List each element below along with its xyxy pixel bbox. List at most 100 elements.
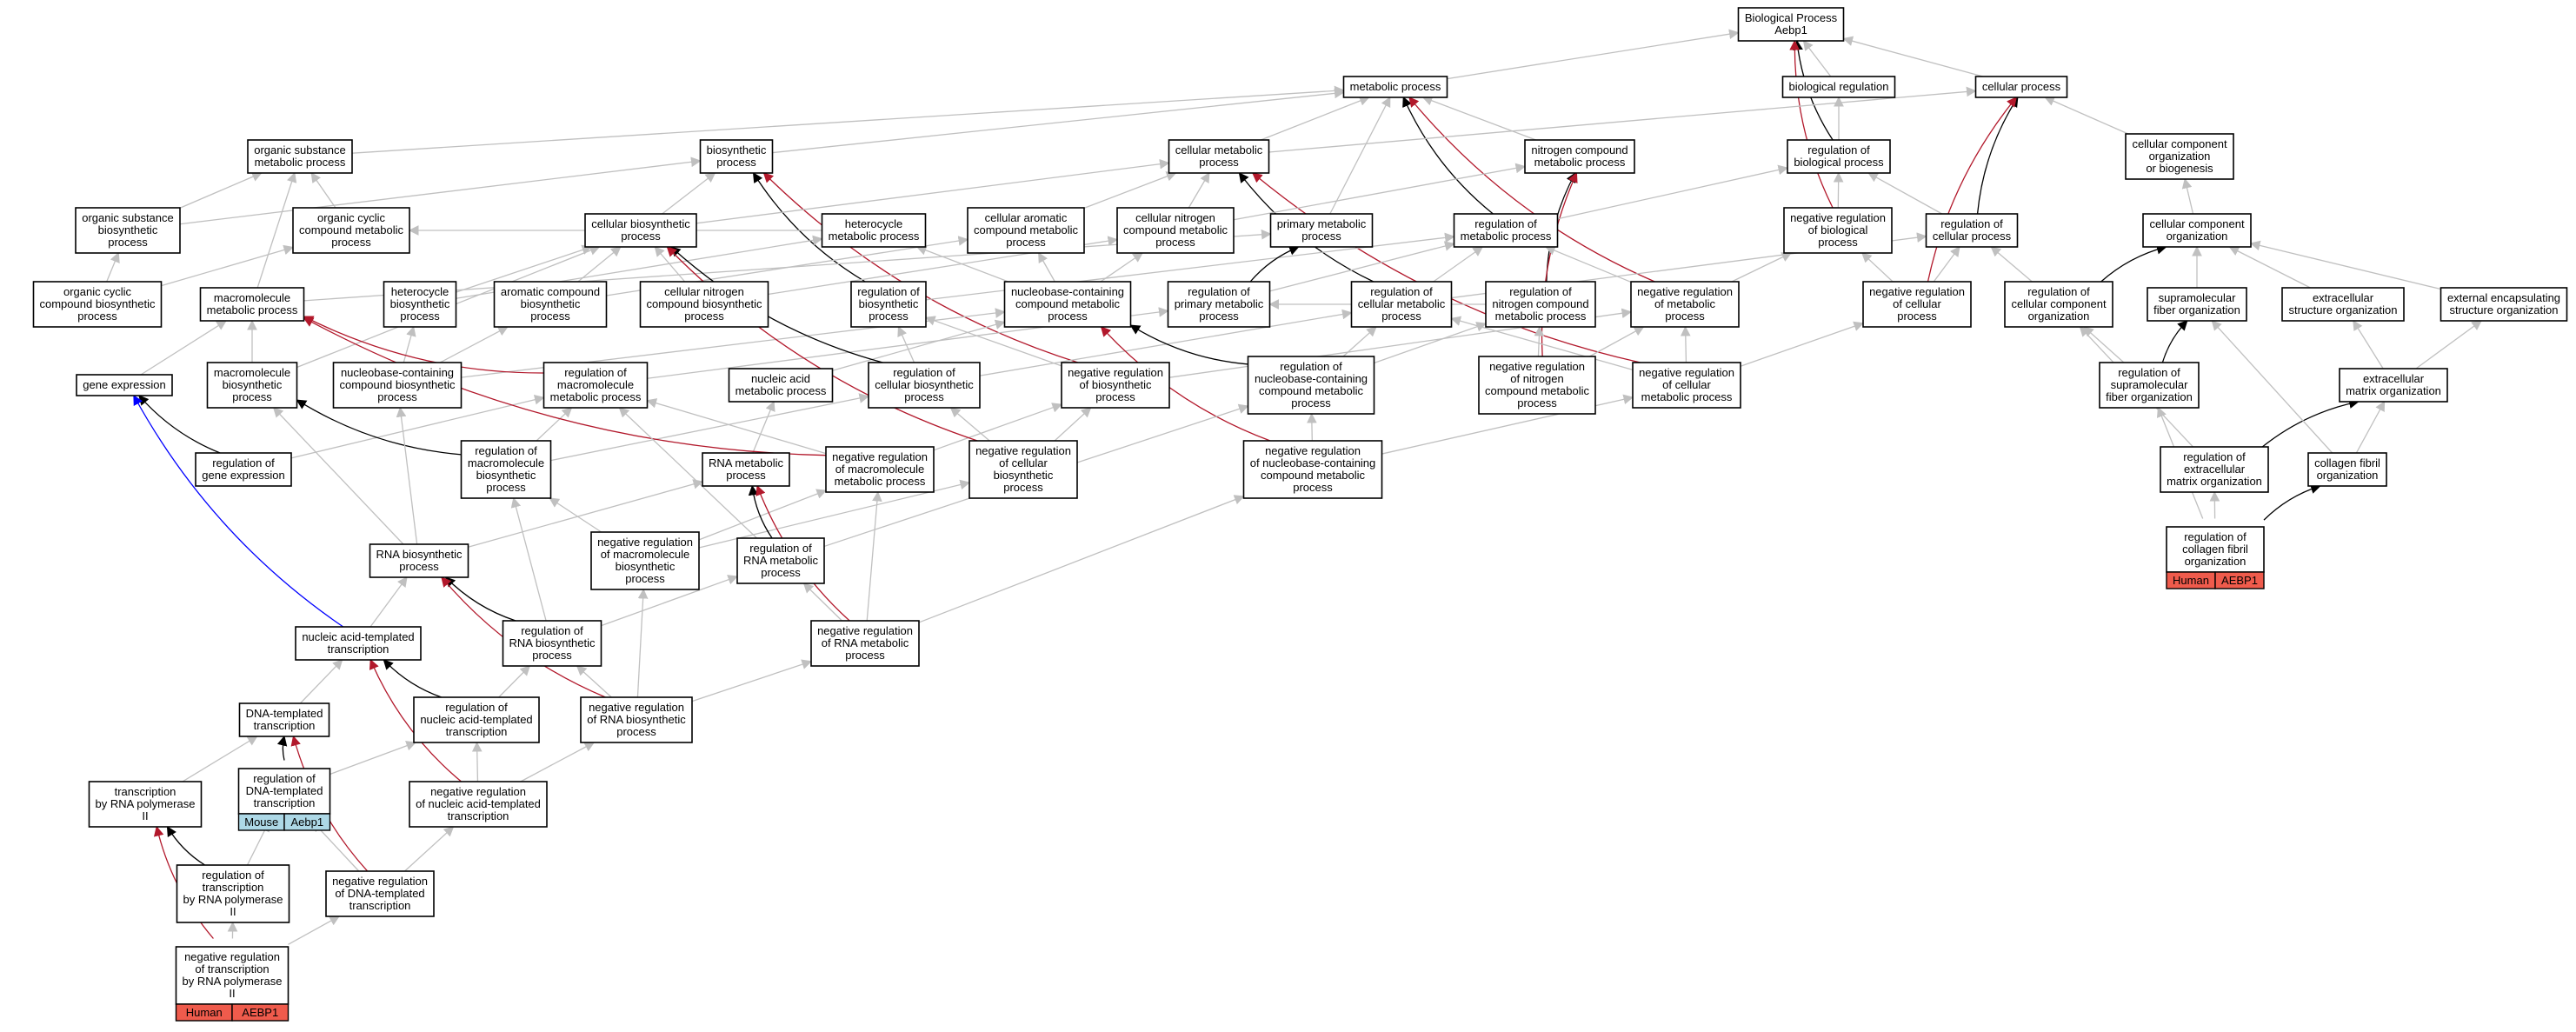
node-box	[1350, 281, 1453, 328]
node-label-line: negative regulation	[975, 444, 1071, 457]
node-label-line: cellular process	[1982, 80, 2061, 93]
edge-black	[1129, 324, 1248, 365]
node-ge[interactable]: gene expression	[76, 374, 173, 396]
node-box	[75, 207, 181, 254]
node-breg[interactable]: biological regulation	[1781, 76, 1896, 98]
node-label-line: macromolecule	[214, 366, 290, 379]
node-label-line: organic substance	[82, 211, 174, 224]
edge-gray	[832, 319, 1006, 371]
node-label-line: aromatic compound	[501, 285, 600, 298]
node-label-line: of cellular	[1662, 378, 1711, 391]
edge-gray	[752, 400, 775, 454]
edge-black	[1402, 96, 1494, 215]
node-label-line: metabolic process	[835, 475, 926, 488]
edge-black	[2261, 398, 2360, 448]
node-rmbp[interactable]: regulation ofmacromoleculebiosyntheticpr…	[460, 440, 552, 499]
edge-gray	[456, 244, 593, 293]
node-label-line: cellular process	[1933, 230, 2012, 243]
node-mp[interactable]: metabolic process	[1342, 76, 1448, 98]
node-label-line: organization	[2317, 469, 2379, 482]
node-box	[1116, 207, 1235, 254]
node-rnbcmp[interactable]: regulation ofnucleobase-containingcompou…	[1247, 356, 1375, 415]
node-label-line: negative regulation	[1265, 444, 1361, 457]
node-label-line: process	[399, 560, 439, 573]
node-label-line: process	[845, 649, 885, 662]
node-label-line: compound metabolic	[1015, 297, 1120, 310]
node-cp[interactable]: cellular process	[1974, 76, 2068, 98]
node-box	[76, 374, 173, 396]
edge-black	[383, 659, 443, 698]
node-label-line: primary metabolic	[1175, 297, 1264, 310]
edge-gray	[2415, 320, 2482, 370]
node-rdtt[interactable]: regulation ofDNA-templatedtranscriptionM…	[237, 768, 331, 831]
